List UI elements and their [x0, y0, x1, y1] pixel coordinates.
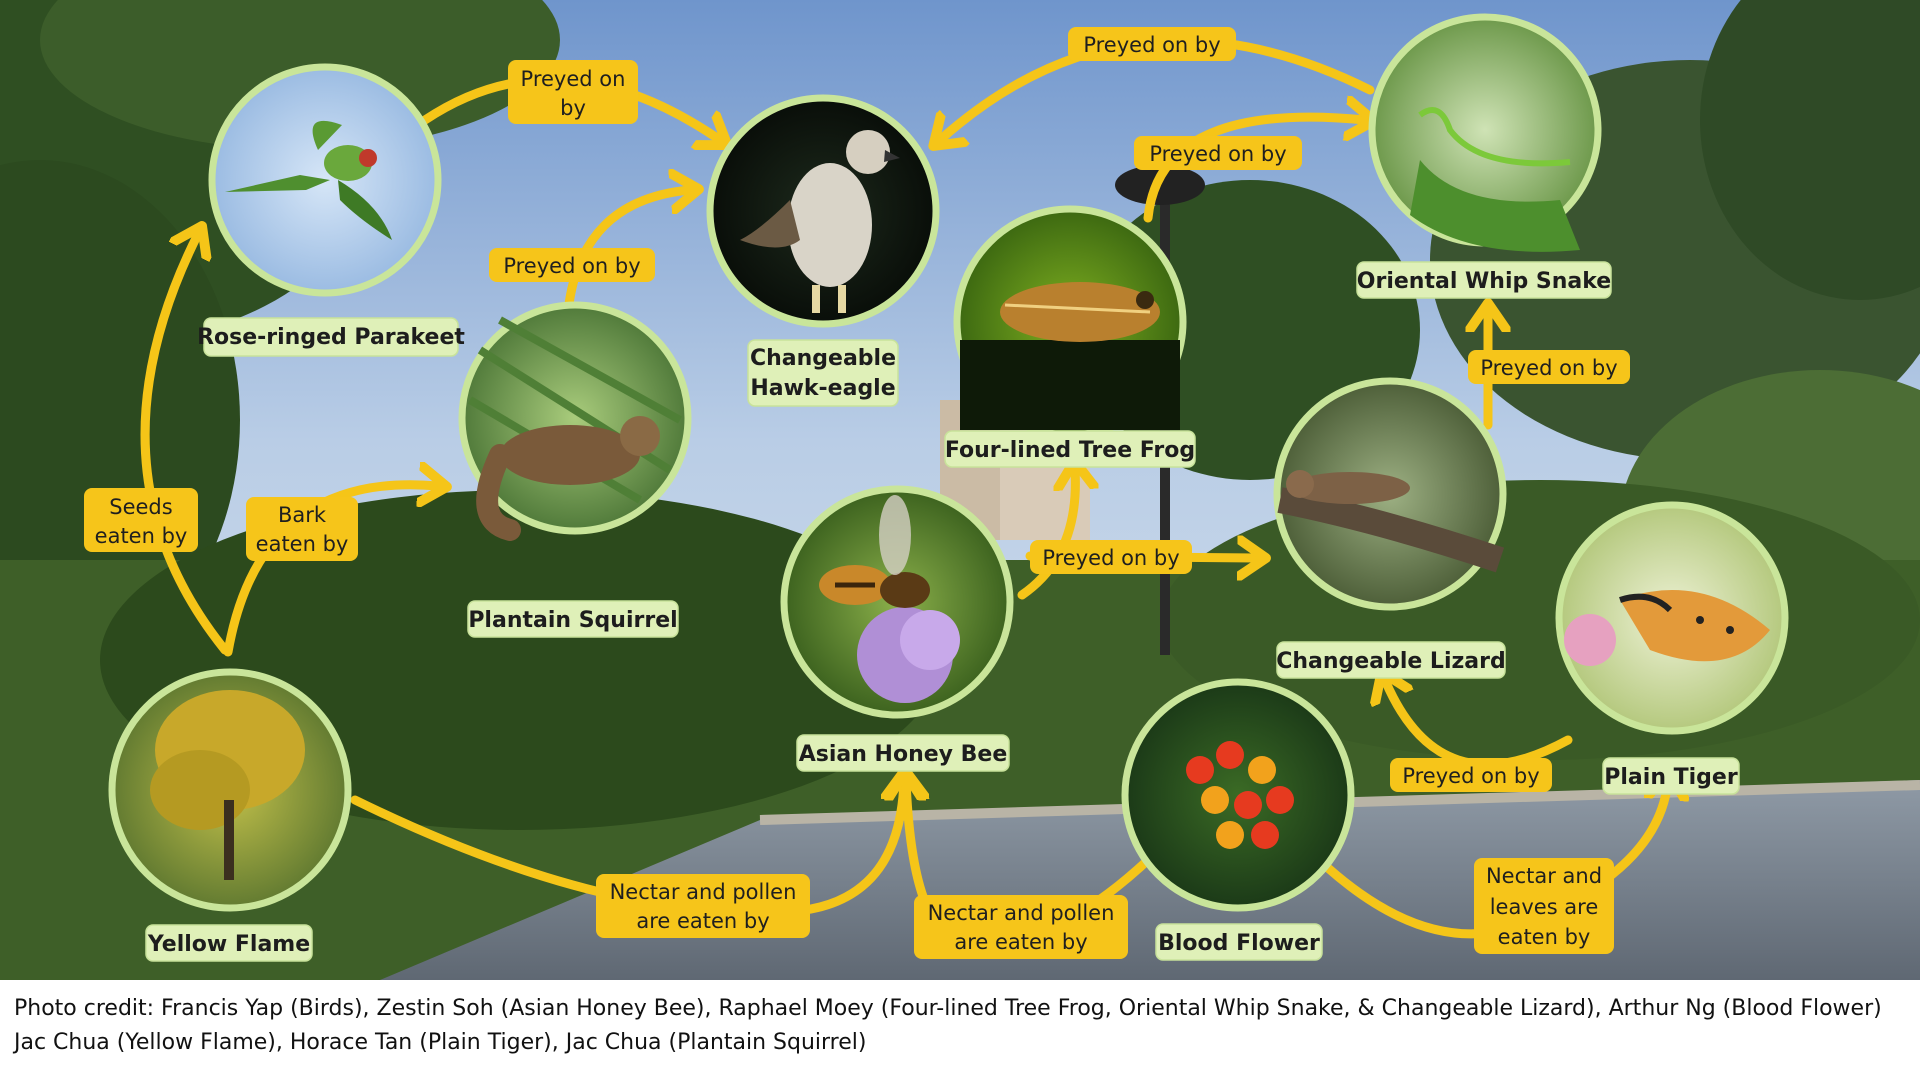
tag-flame-parakeet: Seeds eaten by	[84, 488, 198, 552]
svg-text:are eaten by: are eaten by	[954, 930, 1087, 954]
svg-text:Blood Flower: Blood Flower	[1158, 931, 1320, 956]
arrow-squirrel-to-hawk	[563, 190, 690, 317]
tag-bee-lizard: Preyed on by	[1030, 540, 1192, 574]
svg-text:Bark: Bark	[278, 503, 327, 527]
svg-text:Changeable Lizard: Changeable Lizard	[1276, 649, 1506, 674]
tag-squirrel-hawk: Preyed on by	[489, 248, 655, 282]
label-plantain-squirrel: Plantain Squirrel	[467, 600, 679, 638]
label-four-lined-tree-frog: Four-lined Tree Frog	[944, 430, 1196, 468]
svg-text:Oriental Whip Snake: Oriental Whip Snake	[1357, 269, 1611, 294]
svg-text:Nectar and pollen: Nectar and pollen	[610, 880, 797, 904]
tag-flame-bee: Nectar and pollen are eaten by	[596, 874, 810, 938]
svg-text:Preyed on by: Preyed on by	[503, 254, 640, 278]
label-yellow-flame: Yellow Flame	[145, 924, 313, 962]
svg-text:Asian Honey Bee: Asian Honey Bee	[799, 742, 1008, 767]
svg-text:eaten by: eaten by	[95, 524, 188, 548]
photo-credit-line-2: Jac Chua (Yellow Flame), Horace Tan (Pla…	[14, 1030, 867, 1055]
label-changeable-lizard: Changeable Lizard	[1276, 641, 1506, 679]
tag-flame-squirrel: Bark eaten by	[246, 497, 358, 561]
svg-text:Preyed on by: Preyed on by	[1042, 546, 1179, 570]
tag-flower-bee: Nectar and pollen are eaten by	[914, 895, 1128, 959]
svg-text:Preyed on: Preyed on	[521, 67, 626, 91]
food-web-canvas: Preyed on by Preyed on by Preyed on by P…	[0, 0, 1920, 980]
svg-text:Rose-ringed Parakeet: Rose-ringed Parakeet	[197, 325, 465, 350]
svg-text:Nectar and: Nectar and	[1486, 864, 1602, 888]
svg-text:Plain Tiger: Plain Tiger	[1604, 765, 1738, 790]
blood-flower-photo	[1121, 678, 1355, 912]
svg-text:Seeds: Seeds	[109, 495, 172, 519]
label-changeable-hawk-eagle: Changeable Hawk-eagle	[747, 339, 899, 407]
label-rose-ringed-parakeet: Rose-ringed Parakeet	[197, 317, 465, 357]
svg-text:Preyed on by: Preyed on by	[1149, 142, 1286, 166]
photo-credit-line-1: Photo credit: Francis Yap (Birds), Zesti…	[14, 996, 1882, 1021]
svg-text:by: by	[560, 96, 586, 120]
label-plain-tiger: Plain Tiger	[1602, 757, 1740, 795]
honey-bee-photo	[780, 485, 1014, 719]
svg-text:Four-lined Tree Frog: Four-lined Tree Frog	[945, 438, 1195, 463]
tag-tiger-lizard: Preyed on by	[1390, 758, 1552, 792]
whip-snake-photo	[1368, 13, 1602, 252]
svg-text:Hawk-eagle: Hawk-eagle	[750, 376, 895, 401]
lizard-photo	[1273, 377, 1507, 611]
squirrel-photo	[458, 301, 692, 541]
tag-flower-tiger: Nectar and leaves are eaten by	[1474, 858, 1614, 954]
tag-frog-snake: Preyed on by	[1134, 136, 1302, 170]
tag-lizard-snake: Preyed on by	[1468, 350, 1630, 384]
svg-text:are eaten by: are eaten by	[636, 909, 769, 933]
yellow-flame-tree-photo	[108, 668, 352, 912]
svg-text:Preyed on by: Preyed on by	[1083, 33, 1220, 57]
svg-text:Preyed on by: Preyed on by	[1480, 356, 1617, 380]
parakeet-photo	[208, 63, 442, 297]
butterfly-photo	[1555, 501, 1789, 735]
food-web-diagram: Preyed on by Preyed on by Preyed on by P…	[0, 0, 1920, 980]
label-asian-honey-bee: Asian Honey Bee	[796, 734, 1010, 772]
svg-text:Changeable: Changeable	[750, 346, 896, 371]
svg-text:leaves are: leaves are	[1490, 895, 1599, 919]
svg-text:Yellow Flame: Yellow Flame	[147, 932, 310, 957]
hawk-eagle-photo	[706, 94, 940, 328]
tag-parakeet-hawk: Preyed on by	[508, 60, 638, 124]
svg-text:eaten by: eaten by	[256, 532, 349, 556]
tag-snake-hawk: Preyed on by	[1068, 27, 1236, 61]
svg-text:eaten by: eaten by	[1498, 925, 1591, 949]
svg-text:Preyed on by: Preyed on by	[1402, 764, 1539, 788]
arrow-flame-to-parakeet	[140, 234, 230, 655]
svg-text:Plantain Squirrel: Plantain Squirrel	[468, 608, 677, 633]
photo-credit: Photo credit: Francis Yap (Birds), Zesti…	[14, 992, 1914, 1060]
label-blood-flower: Blood Flower	[1155, 923, 1323, 961]
arrow-frog-to-snake	[1143, 117, 1365, 223]
svg-text:Nectar and pollen: Nectar and pollen	[928, 901, 1115, 925]
label-oriental-whip-snake: Oriental Whip Snake	[1356, 261, 1612, 299]
tree-frog-photo	[953, 205, 1187, 439]
